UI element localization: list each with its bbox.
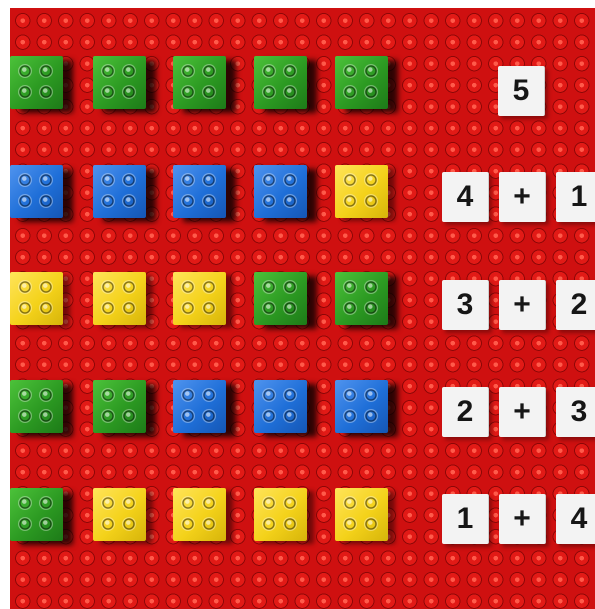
blue-brick — [254, 165, 307, 218]
green-brick — [10, 56, 63, 109]
green-brick — [335, 56, 388, 109]
blue-brick — [173, 380, 226, 433]
yellow-brick — [10, 272, 63, 325]
yellow-brick — [254, 488, 307, 541]
number-tile: 3 — [442, 280, 489, 330]
operator-tile: + — [499, 494, 546, 544]
number-tile: 2 — [442, 387, 489, 437]
operator-tile: + — [499, 172, 546, 222]
operator-tile: + — [499, 280, 546, 330]
green-brick — [335, 272, 388, 325]
number-tile: 1 — [442, 494, 489, 544]
operator-tile: + — [499, 387, 546, 437]
yellow-brick — [335, 488, 388, 541]
green-brick — [173, 56, 226, 109]
yellow-brick — [93, 272, 146, 325]
red-lego-baseplate: 5 4 + 1 3 + 2 2 + 3 1 + 4 — [10, 8, 595, 609]
green-brick — [254, 56, 307, 109]
number-tile: 1 — [556, 172, 595, 222]
green-brick — [254, 272, 307, 325]
blue-brick — [173, 165, 226, 218]
green-brick — [10, 380, 63, 433]
blue-brick — [335, 380, 388, 433]
number-tile: 4 — [556, 494, 595, 544]
yellow-brick — [173, 272, 226, 325]
number-tile: 3 — [556, 387, 595, 437]
yellow-brick — [93, 488, 146, 541]
blue-brick — [10, 165, 63, 218]
number-tile: 2 — [556, 280, 595, 330]
blue-brick — [93, 165, 146, 218]
green-brick — [93, 56, 146, 109]
green-brick — [93, 380, 146, 433]
yellow-brick — [173, 488, 226, 541]
number-tile: 5 — [498, 66, 545, 116]
blue-brick — [254, 380, 307, 433]
number-tile: 4 — [442, 172, 489, 222]
yellow-brick — [335, 165, 388, 218]
green-brick — [10, 488, 63, 541]
